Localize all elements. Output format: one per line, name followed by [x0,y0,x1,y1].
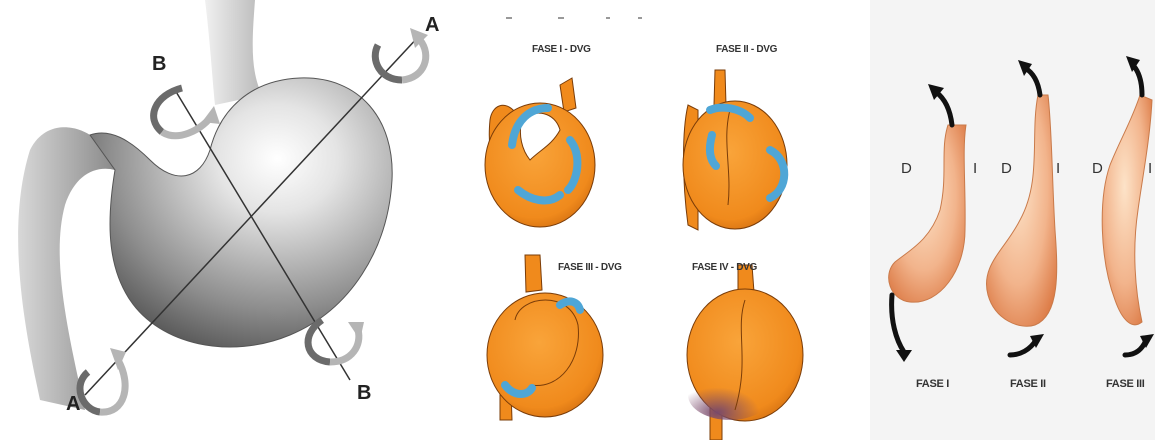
side-label-d-2: D [1001,160,1012,177]
phase-label-3: FASE III - DVG [558,262,622,273]
stomach-phase-1 [485,78,595,227]
stomach-axes-illustration: A B A B [0,0,455,440]
esophagus [205,0,262,105]
duodenum [18,127,115,410]
stomach-phase-3 [487,255,603,420]
stomach-body [90,78,392,347]
phase-label-4: FASE IV - DVG [692,262,757,273]
rotation-arrow-a-bottom [80,348,126,412]
side-label-i-1: I [973,160,977,177]
phase-label-2: FASE II - DVG [716,44,777,55]
dvg-phases-drawing [460,0,860,440]
fase-stomachs-illustration: D I D I D I FASE I FASE II FASE III [870,0,1155,440]
axis-label-a-bottom: A [66,393,80,416]
axis-label-b-bottom: B [357,382,371,405]
side-label-i-2: I [1056,160,1060,177]
rotation-arrow-b-top [154,88,220,136]
side-label-i-3: I [1148,160,1152,177]
stomach-axes-drawing [0,0,455,440]
stomach-phase-2 [683,70,787,230]
axis-label-b-top: B [152,53,166,76]
fase-label-3: FASE III [1106,378,1145,390]
dvg-phases-illustration: FASE I - DVG FASE II - DVG FASE III - DV… [460,0,860,440]
axis-label-a-top: A [425,14,439,37]
stomach-fase-3 [1102,95,1152,325]
phase-label-1: FASE I - DVG [532,44,591,55]
fase-label-1: FASE I [916,378,949,390]
stomach-phase-4 [687,265,803,440]
stomach-fase-2 [986,95,1056,326]
stomach-fase-1 [889,125,966,302]
fase-label-2: FASE II [1010,378,1046,390]
side-label-d-1: D [901,160,912,177]
side-label-d-3: D [1092,160,1103,177]
fase-stomachs-drawing [870,0,1155,440]
